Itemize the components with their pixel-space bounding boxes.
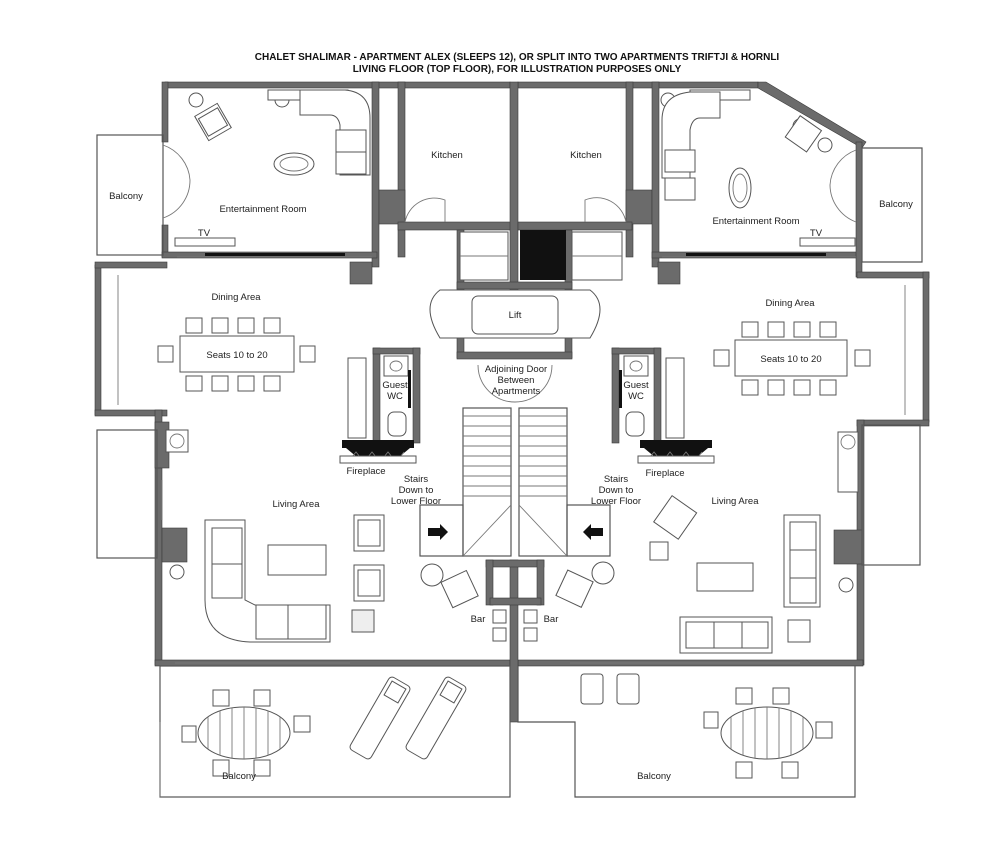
fireplace-left-label: Fireplace <box>346 466 385 477</box>
lift-label: Lift <box>509 310 522 321</box>
tv-right-label: TV <box>810 228 823 239</box>
stairs-left-label-3: Lower Floor <box>391 496 441 507</box>
adjoining-door-label-1: Adjoining Door <box>485 364 547 375</box>
adjoining-door-label-2: Between <box>498 375 535 386</box>
stairs-right-label-3: Lower Floor <box>591 496 641 507</box>
plan-title-line1: CHALET SHALIMAR - APARTMENT ALEX (SLEEPS… <box>255 52 780 63</box>
guest-wc-right-label-2: WC <box>628 391 644 402</box>
seats-left-label: Seats 10 to 20 <box>206 350 267 361</box>
seats-right-label: Seats 10 to 20 <box>760 354 821 365</box>
kitchen-doors <box>404 197 627 281</box>
bar-stools <box>492 609 538 642</box>
guest-wc-left-label-1: Guest <box>382 380 408 391</box>
adjoining-door-label-3: Apartments <box>492 386 541 397</box>
balcony-right-label: Balcony <box>879 199 913 210</box>
fireplace-left <box>339 440 417 464</box>
kitchen-left-label: Kitchen <box>431 150 463 161</box>
entertainment-left-label: Entertainment Room <box>219 204 306 215</box>
fireplace-right-label: Fireplace <box>645 468 684 479</box>
stairs-left-label-2: Down to <box>399 485 434 496</box>
lift-shape <box>429 289 601 403</box>
living-right-label: Living Area <box>711 496 759 507</box>
fireplace-right <box>637 440 715 464</box>
tv-left-label: TV <box>198 228 211 239</box>
entertainment-left-furniture <box>162 89 371 247</box>
dining-right-table <box>713 321 871 396</box>
balcony-left-furniture <box>181 676 467 777</box>
stairs-right-label-1: Stairs <box>604 474 629 485</box>
outlines <box>96 134 923 798</box>
balcony-bottom-right-label: Balcony <box>637 771 671 782</box>
balcony-right-furniture <box>580 673 833 779</box>
living-left-label: Living Area <box>272 499 320 510</box>
living-right-furniture <box>555 431 859 654</box>
guest-wc-fixtures <box>347 355 685 439</box>
dining-left-table <box>157 317 316 392</box>
guest-wc-right-label-1: Guest <box>623 380 649 391</box>
entertainment-right-furniture <box>660 89 857 247</box>
balcony-bottom-left-label: Balcony <box>222 771 256 782</box>
dining-right-label: Dining Area <box>765 298 815 309</box>
plan-title-line2: LIVING FLOOR (TOP FLOOR), FOR ILLUSTRATI… <box>353 64 682 75</box>
balcony-left-label: Balcony <box>109 191 143 202</box>
stairs <box>419 407 611 557</box>
living-left-furniture <box>165 429 479 643</box>
dining-left-label: Dining Area <box>211 292 261 303</box>
entertainment-right-label: Entertainment Room <box>712 216 799 227</box>
bar-left-label: Bar <box>471 614 486 625</box>
stairs-right-label-2: Down to <box>599 485 634 496</box>
guest-wc-left-label-2: WC <box>387 391 403 402</box>
kitchen-right-label: Kitchen <box>570 150 602 161</box>
bar-right-label: Bar <box>544 614 559 625</box>
stairs-left-label-1: Stairs <box>404 474 429 485</box>
